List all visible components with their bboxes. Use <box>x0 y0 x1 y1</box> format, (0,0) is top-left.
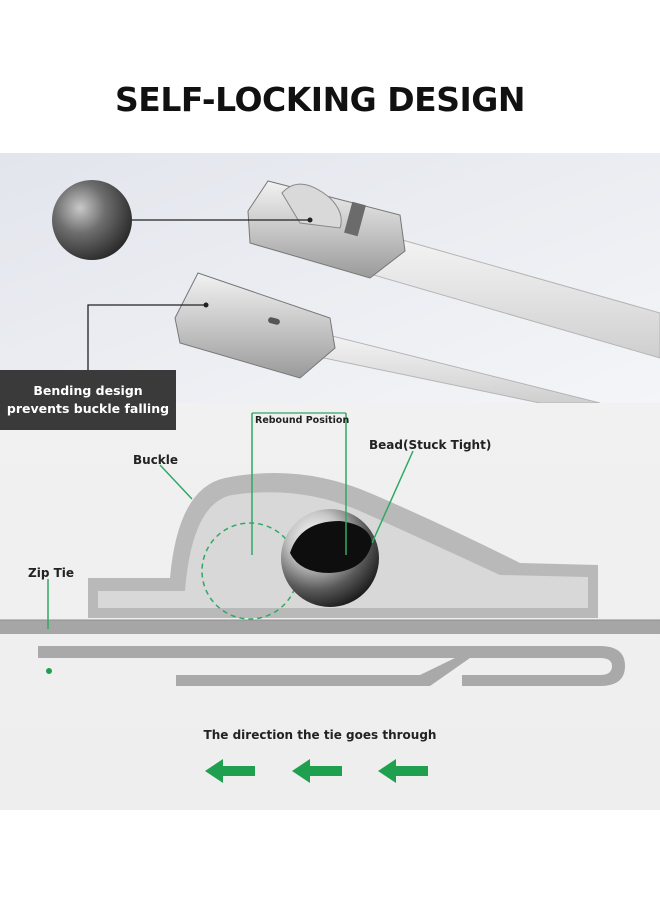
zip-tie-dot <box>46 668 52 674</box>
direction-arrow <box>292 759 342 783</box>
bend-leader-line <box>87 304 206 370</box>
upper-buckle-slot <box>344 201 366 237</box>
bead-leader-line <box>371 450 414 544</box>
cross-section-diagram <box>0 403 660 810</box>
product-photo <box>0 153 660 403</box>
bend-leader-dot <box>203 302 209 308</box>
bead-label: Bead(Stuck Tight) <box>369 438 492 452</box>
buckle-leader-line <box>159 464 193 500</box>
bead-reflection <box>290 521 372 573</box>
page-title: SELF-LOCKING DESIGN <box>115 80 525 119</box>
buckle-bottom-plate <box>176 675 426 686</box>
rebound-position-label: Rebound Position <box>255 415 350 426</box>
bead-ball <box>52 180 132 260</box>
ball-leader-dot <box>307 217 313 223</box>
lower-buckle-slot <box>268 317 280 325</box>
zip-tie-label: Zip Tie <box>28 566 75 580</box>
upper-buckle <box>247 180 406 279</box>
lower-buckle <box>174 272 336 379</box>
upper-buckle-bend <box>281 183 342 229</box>
direction-arrow <box>205 759 255 783</box>
direction-label: The direction the tie goes through <box>203 728 437 742</box>
zip-tie-strap <box>0 620 660 634</box>
buckle-label: Buckle <box>133 453 179 467</box>
direction-arrow <box>378 759 428 783</box>
bending-design-caption: Bending design prevents buckle falling <box>0 370 176 430</box>
